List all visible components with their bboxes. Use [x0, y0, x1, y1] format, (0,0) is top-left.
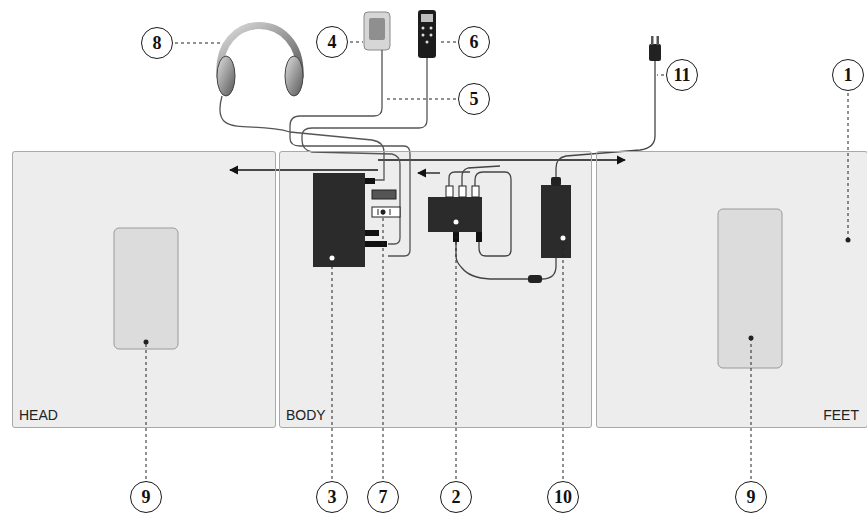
callout-number: 9 [747, 488, 756, 506]
mat-panel: BODY [279, 151, 592, 428]
main-unit [313, 173, 387, 267]
pad [114, 228, 178, 349]
mat-panel: FEET [596, 151, 867, 428]
callout-number: 5 [470, 90, 479, 108]
head-panel-ground [12, 151, 276, 428]
leader-lines [146, 42, 848, 479]
feet-panel-ground [596, 151, 867, 428]
mat-panels [12, 151, 867, 428]
callout-circle: 8 [141, 27, 173, 59]
callout-circle: 9 [130, 481, 162, 513]
panel-label: FEET [823, 407, 859, 423]
callout-number: 7 [379, 488, 388, 506]
callout-number: 9 [142, 488, 151, 506]
callout-number: 10 [554, 488, 572, 506]
cable-direction-arrows [230, 160, 625, 173]
distribution-box [428, 166, 556, 283]
callout-circle: 5 [458, 83, 490, 115]
callout-circle: 7 [367, 481, 399, 513]
callout-number: 1 [844, 66, 853, 84]
callout-circle: 4 [316, 26, 348, 58]
body-panel-ground [279, 151, 592, 428]
panel-label: BODY [286, 407, 326, 423]
callout-circle: 1 [832, 59, 864, 91]
callout-number: 8 [153, 34, 162, 52]
connector-block [372, 190, 400, 217]
leader-dots [144, 210, 851, 345]
panel-label: HEAD [19, 407, 58, 423]
callout-circle: 3 [316, 481, 348, 513]
callout-circle: 2 [440, 481, 472, 513]
power-supply [541, 60, 655, 258]
headphones [217, 26, 384, 181]
callout-circle: 9 [735, 481, 767, 513]
callout-number: 11 [673, 66, 690, 84]
pad [718, 209, 782, 368]
callout-number: 4 [328, 33, 337, 51]
callout-number: 6 [470, 33, 479, 51]
callout-circle: 11 [666, 59, 698, 91]
callout-circle: 10 [547, 481, 579, 513]
callout-circle: 6 [458, 26, 490, 58]
callout-number: 3 [328, 488, 337, 506]
mains-plug [649, 36, 661, 61]
mat-panel: HEAD [12, 151, 276, 428]
callout-number: 2 [452, 488, 461, 506]
